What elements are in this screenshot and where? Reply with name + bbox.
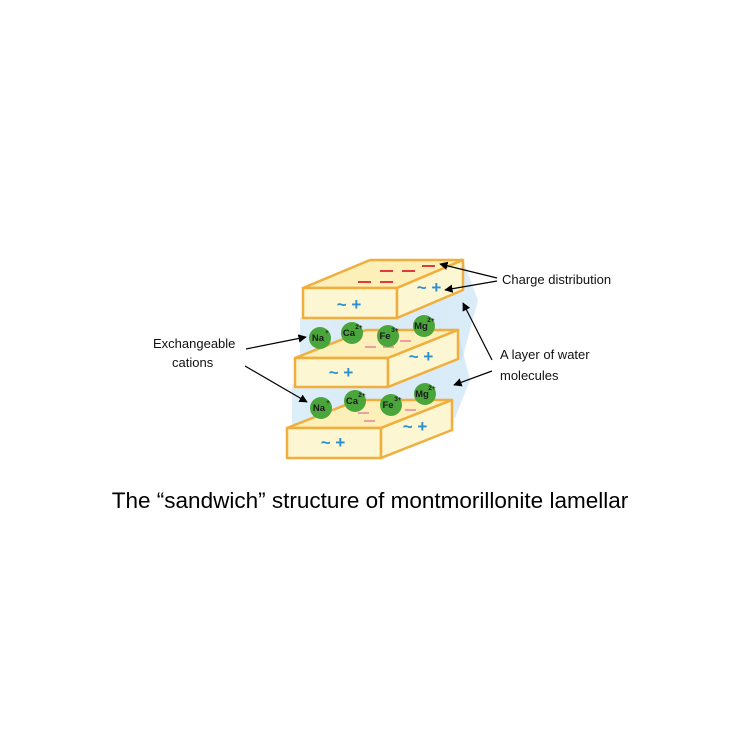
iron-ion: Fe 3+ [377, 325, 399, 347]
exchangeable-cations-label-line1: Exchangeable [153, 336, 235, 351]
arrow-water-to-upper [462, 302, 493, 361]
sodium-ion: Na + [310, 397, 332, 419]
slab-middle-side-face [386, 328, 460, 389]
slab-middle-front-charge: ~ + [329, 363, 354, 382]
water-layer-label-line2: molecules [500, 368, 559, 383]
svg-text:Fe: Fe [382, 400, 393, 411]
diagram-caption: The “sandwich” structure of montmorillon… [112, 488, 629, 513]
slab-negative-charges [358, 340, 416, 422]
arrow-cations-to-lower [244, 365, 308, 403]
annotation-arrows [244, 261, 498, 403]
magnesium-ion: Mg 2+ [414, 383, 436, 405]
clay-slab-top: ~ + ~ + [301, 258, 465, 320]
arrow-charge-to-top-face [439, 261, 498, 279]
iron-ion: Fe 3+ [380, 394, 402, 416]
arrow-charge-to-side-face [444, 280, 498, 293]
svg-text:2+: 2+ [355, 324, 363, 331]
slab-bottom-side-charge: ~ + [403, 417, 428, 436]
svg-text:Na: Na [313, 403, 326, 414]
svg-text:+: + [326, 399, 330, 406]
clay-slab-bottom: ~ + ~ + [285, 398, 454, 460]
calcium-ion: Ca 2+ [341, 322, 363, 344]
svg-text:2+: 2+ [427, 317, 435, 324]
clay-slab-middle: ~ + ~ + [293, 328, 460, 389]
svg-text:Mg: Mg [414, 321, 428, 332]
sodium-ion: Na + [309, 327, 331, 349]
svg-text:2+: 2+ [428, 385, 436, 392]
svg-text:Ca: Ca [346, 396, 359, 407]
arrow-cations-to-upper [245, 334, 307, 350]
svg-text:Ca: Ca [343, 328, 356, 339]
svg-text:3+: 3+ [391, 327, 399, 334]
slab-bottom-side-face [379, 398, 454, 460]
slab-top-side-charge: ~ + [417, 278, 442, 297]
water-layer-label-line1: A layer of water [500, 347, 590, 362]
charge-distribution-label: Charge distribution [502, 272, 611, 287]
calcium-ion: Ca 2+ [344, 390, 366, 412]
exchangeable-cations-label-line2: cations [172, 355, 214, 370]
svg-text:Na: Na [312, 333, 325, 344]
slab-bottom-front-charge: ~ + [321, 433, 346, 452]
slab-top-front-charge: ~ + [337, 295, 362, 314]
magnesium-ion: Mg 2+ [413, 315, 435, 337]
arrow-water-to-lower [453, 370, 493, 387]
slab-middle-side-charge: ~ + [409, 347, 434, 366]
svg-text:Mg: Mg [415, 389, 429, 400]
svg-text:2+: 2+ [358, 392, 366, 399]
cation-layer-upper: Na + Ca 2+ Fe 3+ Mg 2+ [309, 315, 435, 349]
cation-layer-lower: Na + Ca 2+ Fe 3+ Mg 2+ [310, 383, 436, 419]
svg-text:3+: 3+ [394, 396, 402, 403]
svg-text:+: + [325, 329, 329, 336]
svg-text:Fe: Fe [379, 331, 390, 342]
